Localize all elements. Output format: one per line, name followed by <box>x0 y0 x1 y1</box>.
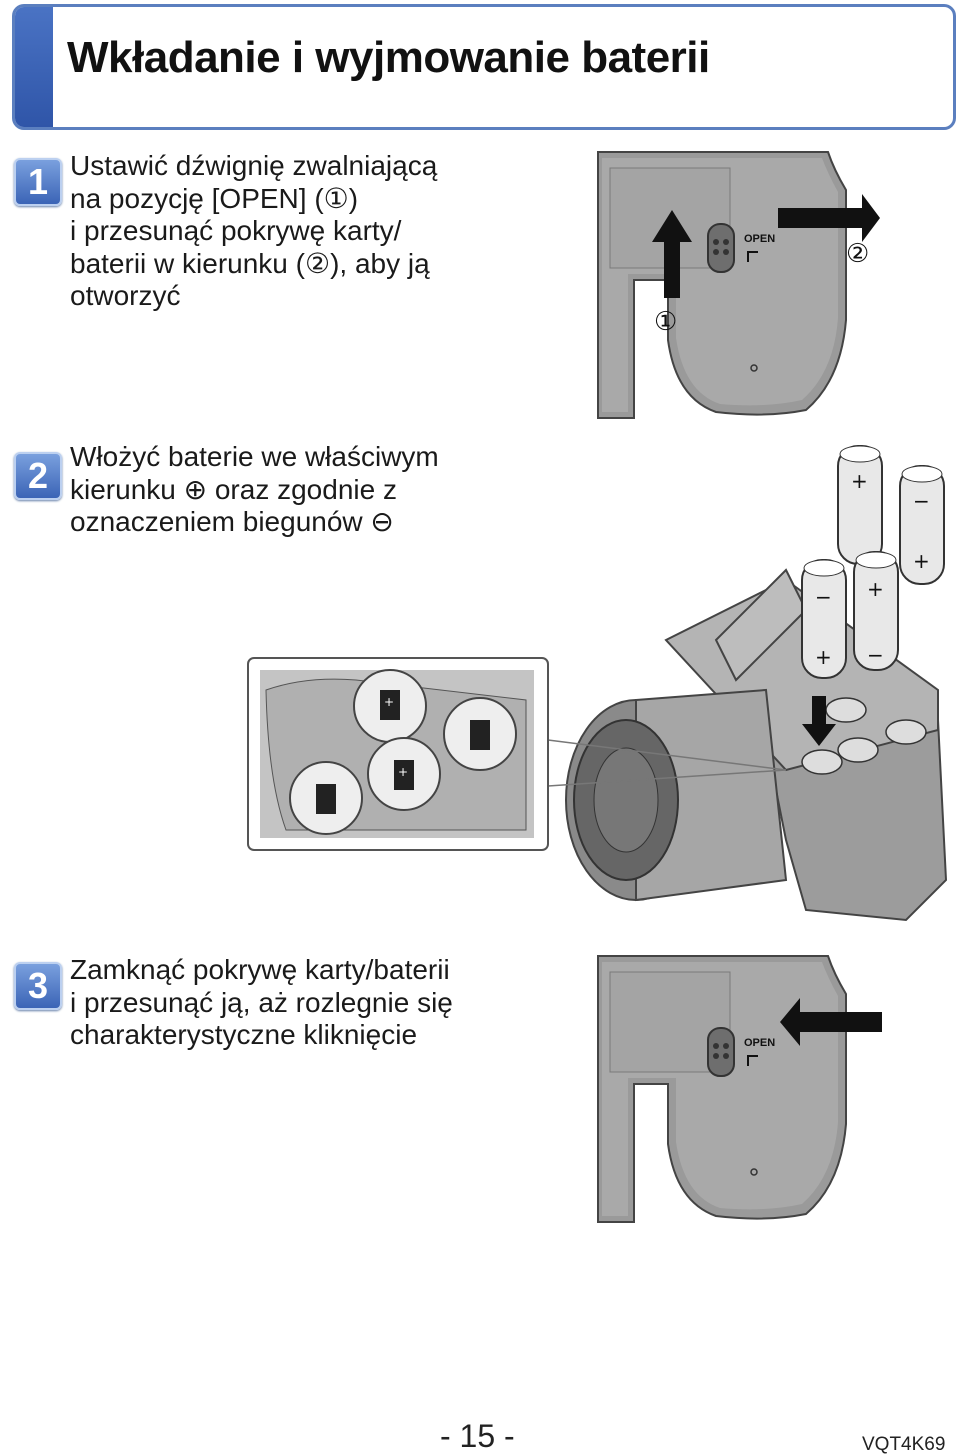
step-1-badge: 1 <box>14 158 62 206</box>
title-banner: Wkładanie i wyjmowanie baterii <box>12 4 956 130</box>
svg-text:+: + <box>384 695 394 709</box>
marker-2: ② <box>846 239 869 269</box>
svg-text:−: − <box>913 489 930 513</box>
arrow-down-icon <box>802 696 836 746</box>
battery-insertion-illustration: + − + − + + − + + <box>247 445 948 922</box>
camera-body <box>565 568 948 922</box>
release-lever <box>707 1027 735 1077</box>
step-1-text: Ustawić dźwignię zwalniającą na pozycję … <box>70 150 438 311</box>
step-3-badge: 3 <box>14 962 62 1010</box>
arrow-left-icon <box>780 998 882 1046</box>
title-accent-bar <box>15 7 53 127</box>
page-title: Wkładanie i wyjmowanie baterii <box>67 33 710 82</box>
svg-text:+: + <box>815 645 832 669</box>
svg-text:+: + <box>851 469 868 493</box>
document-code: VQT4K69 <box>862 1434 946 1455</box>
svg-text:+: + <box>398 765 408 779</box>
svg-text:+: + <box>913 549 930 573</box>
step-2-badge: 2 <box>14 452 62 500</box>
release-lever <box>707 223 735 273</box>
page-number: - 15 - <box>440 1418 515 1454</box>
step-2-text: Włożyć baterie we właściwym kierunku ⊕ o… <box>70 441 439 537</box>
step-3-text: Zamknąć pokrywę karty/baterii i przesuną… <box>70 954 453 1050</box>
svg-text:+: + <box>867 577 884 601</box>
battery-compartment-closeup: + + <box>247 657 549 851</box>
battery-cells: + − + − + + − <box>801 445 945 679</box>
arrow-right-icon <box>778 194 880 242</box>
arrow-up-icon <box>652 210 692 298</box>
open-label: OPEN <box>744 1037 775 1049</box>
camera-release-lever-illustration: OPEN ① ② <box>597 151 896 420</box>
marker-1: ① <box>654 307 677 337</box>
camera-close-cover-illustration: OPEN <box>597 955 882 1223</box>
svg-text:−: − <box>867 643 884 667</box>
open-label: OPEN <box>744 233 775 245</box>
svg-text:−: − <box>815 585 832 609</box>
